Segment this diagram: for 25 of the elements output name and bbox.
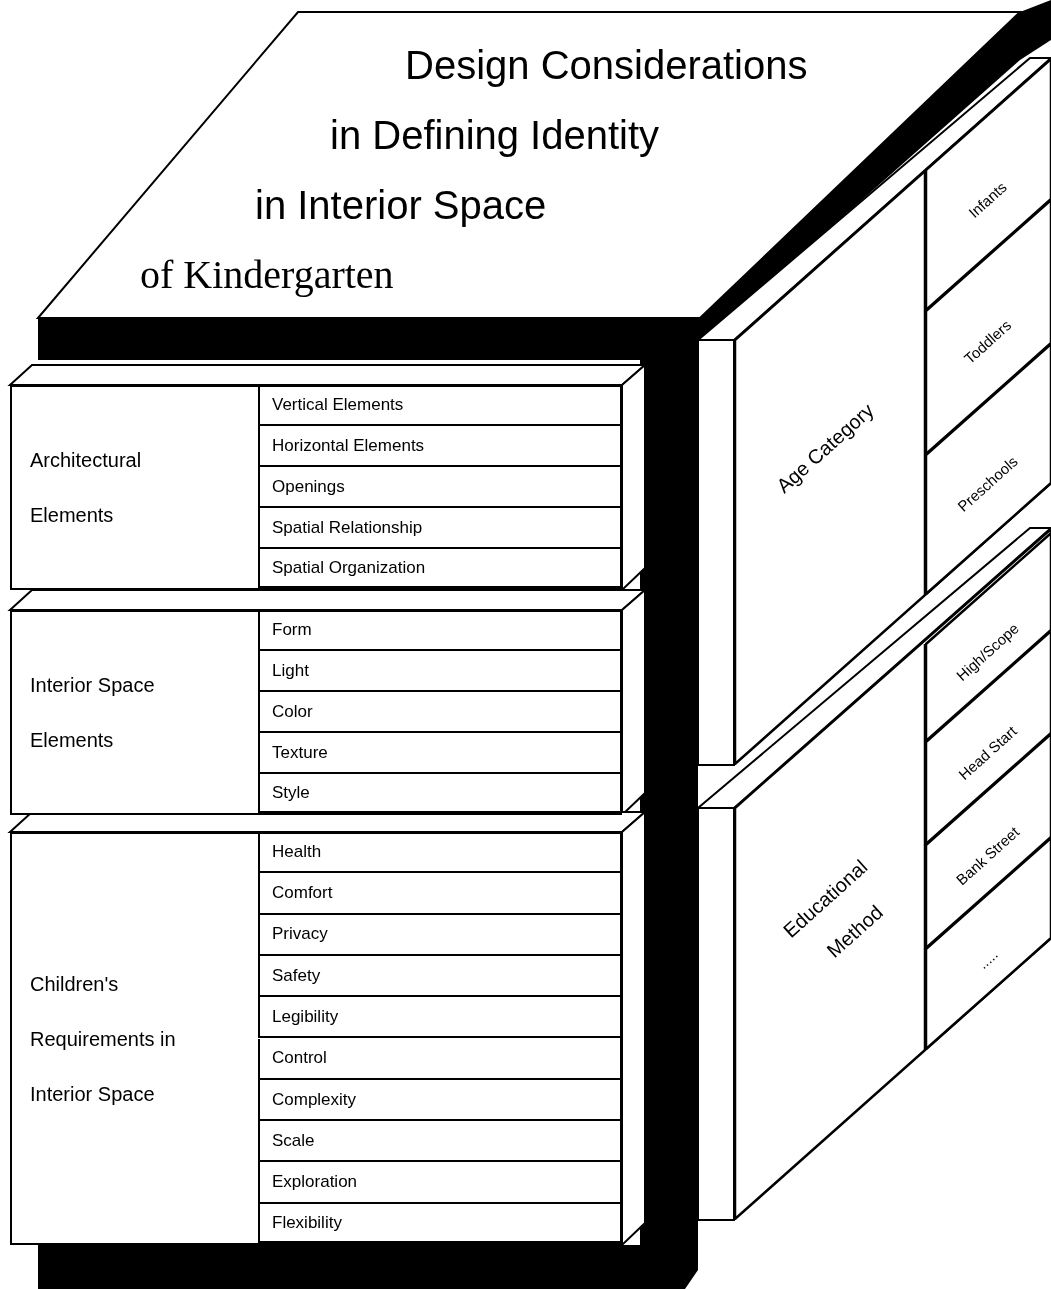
attribute-cell: Control (258, 1038, 620, 1080)
attribute-cell: Flexibility (258, 1203, 620, 1243)
attribute-cell: Style (258, 774, 620, 813)
attribute-cell: Spatial Relationship (258, 508, 620, 549)
attribute-cell: Safety (258, 955, 620, 998)
attribute-cell: Privacy (258, 914, 620, 956)
attribute-cell: Complexity (258, 1079, 620, 1122)
attribute-cell: Exploration (258, 1162, 620, 1204)
category-heading: Interior Space Elements (30, 672, 156, 753)
category-heading: Architectural Elements (30, 447, 143, 528)
attribute-cell: Legibility (258, 997, 620, 1039)
attribute-cell: Openings (258, 467, 620, 508)
attribute-cell: Scale (258, 1121, 620, 1163)
attribute-cell: Light (258, 651, 620, 692)
attribute-cell: Health (258, 832, 620, 874)
attribute-cell: Spatial Organization (258, 549, 620, 588)
attribute-cell: Color (258, 692, 620, 733)
attribute-cell: Form (258, 610, 620, 651)
diagram-title: Design Considerations in Defining Identity in Interior Space of Kindergarten (139, 42, 809, 298)
category-group (10, 832, 622, 1245)
attribute-cell: Vertical Elements (258, 385, 620, 426)
attribute-cell: Texture (258, 733, 620, 774)
category-heading: Children's Requirements in Interior Space (30, 971, 177, 1107)
attribute-cell: Horizontal Elements (258, 426, 620, 467)
attribute-cell: Comfort (258, 873, 620, 915)
